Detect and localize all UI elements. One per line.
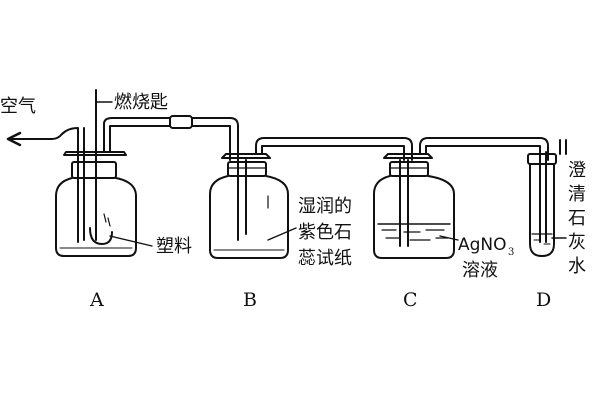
label-plastic: 塑料 <box>156 236 192 257</box>
caption-a: A <box>89 289 104 311</box>
caption-c: C <box>403 289 418 311</box>
tube-d <box>527 139 567 257</box>
label-limewater-1: 澄 <box>568 160 586 181</box>
label-agno3-solution: 溶液 <box>462 260 498 281</box>
bottle-a <box>55 89 239 257</box>
label-limewater-4: 灰 <box>568 232 586 253</box>
caption-d: D <box>536 289 551 311</box>
caption-b: B <box>243 289 257 311</box>
label-limewater-5: 水 <box>568 256 586 277</box>
label-litmus-line1: 湿润的 <box>298 196 352 217</box>
label-litmus-line2: 紫色石 <box>298 222 352 243</box>
label-air: 空气 <box>0 96 36 117</box>
label-agno3: AgNO <box>458 235 507 255</box>
air-inlet-arrow <box>6 131 63 147</box>
label-litmus-line3: 蕊试纸 <box>298 248 352 269</box>
label-limewater-3: 石 <box>568 208 586 229</box>
leader-agno3 <box>439 235 459 241</box>
leader-plastic <box>109 235 153 247</box>
label-agno3-subscript: 3 <box>508 247 514 258</box>
leader-litmus <box>267 227 297 241</box>
label-spoon: 燃烧匙 <box>114 92 168 113</box>
label-limewater-2: 清 <box>568 184 586 205</box>
